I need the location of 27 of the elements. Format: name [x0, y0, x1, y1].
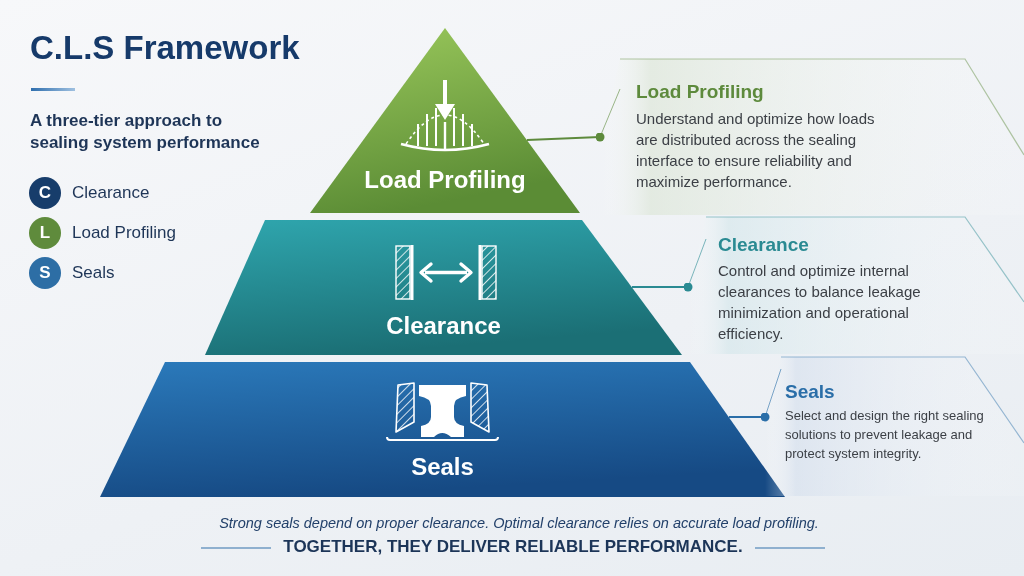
- panel-text: Select and design the right sealing solutions to prevent leakage and protect system integrity.: [785, 407, 985, 463]
- leader-line: [631, 282, 693, 292]
- legend-label: Load Profiling: [72, 223, 176, 243]
- tagline: TOGETHER, THEY DELIVER RELIABLE PERFORMANCE.: [283, 536, 743, 558]
- tier-label: Load Profiling: [364, 166, 526, 194]
- panel-text: Understand and optimize how loads are distributed across the sealing interface to ensure reliability and maximize performance.: [636, 109, 876, 192]
- title: C.L.S Framework: [30, 29, 300, 67]
- pyramid-tier: [205, 220, 682, 355]
- description-panel: [688, 216, 1024, 354]
- leader-line: [728, 412, 770, 422]
- subtitle: A three-tier approach to sealing system performance: [30, 110, 261, 154]
- pyramid-tier: [310, 28, 580, 213]
- legend-label: Seals: [72, 263, 115, 283]
- letter-badge: L: [29, 217, 61, 249]
- description-panel: [765, 356, 1024, 496]
- panel-heading: Seals: [785, 381, 835, 403]
- leader-line: [526, 132, 605, 142]
- description-panel: [600, 58, 1024, 215]
- tier-label: Seals: [411, 453, 474, 481]
- panel-heading: Load Profiling: [636, 81, 764, 103]
- panel-heading: Clearance: [718, 234, 809, 256]
- tier-label: Clearance: [386, 312, 501, 340]
- panel-text: Control and optimize internal clearances to balance leakage minimization and operational efficiency.: [718, 261, 922, 344]
- letter-badge: S: [29, 257, 61, 289]
- letter-badge: C: [29, 177, 61, 209]
- summary-note: Strong seals depend on proper clearance. Optimal clearance relies on accurate load profiling.: [219, 514, 819, 532]
- legend-label: Clearance: [72, 183, 150, 203]
